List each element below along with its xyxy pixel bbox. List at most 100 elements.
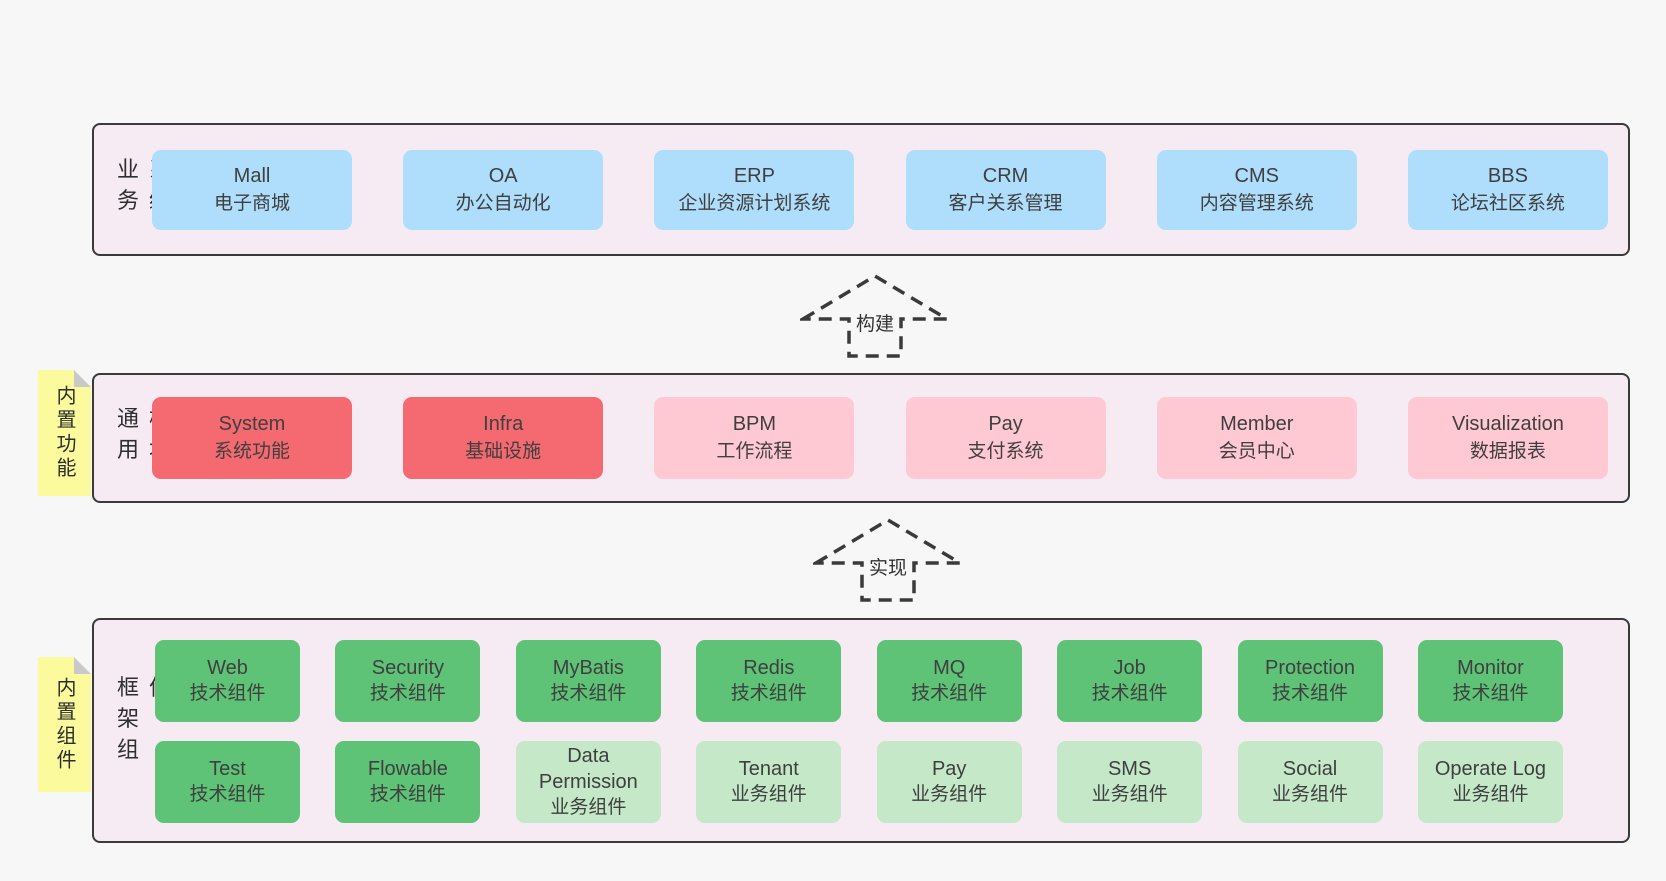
- dashed-up-arrow-icon: [800, 273, 950, 358]
- sticky-note-text: 内置功能: [53, 385, 75, 481]
- box-subtitle: 业务组件: [1091, 784, 1168, 805]
- box-subtitle: 工作流程: [716, 441, 793, 462]
- box-member: Member 会员中心: [1156, 397, 1357, 479]
- box-subtitle: 会员中心: [1218, 441, 1295, 462]
- box-title: Data Permission: [538, 745, 638, 793]
- box-title: Security: [371, 657, 445, 679]
- box-title: MQ: [933, 657, 966, 679]
- box-title: Mall: [233, 164, 271, 187]
- box-social: Social 业务组件: [1237, 741, 1383, 823]
- box-pay-component: Pay 业务组件: [876, 741, 1022, 823]
- box-subtitle: 基础设施: [465, 441, 542, 462]
- box-title: Pay: [988, 413, 1023, 435]
- box-mq: MQ 技术组件: [876, 640, 1022, 722]
- box-title: Protection: [1265, 657, 1356, 679]
- box-title: Pay: [931, 758, 967, 780]
- box-subtitle: 技术组件: [911, 683, 988, 704]
- arrow-build-label: 构建: [853, 309, 897, 336]
- arrow-implement-label: 实现: [866, 553, 910, 580]
- box-title: Visualization: [1451, 413, 1564, 435]
- box-erp: ERP 企业资源计划系统: [654, 149, 855, 230]
- framework-grid: Web 技术组件 Security 技术组件 MyBatis 技术组件 Redi…: [155, 640, 1563, 823]
- box-title: BPM: [732, 413, 777, 435]
- box-cms: CMS 内容管理系统: [1156, 149, 1357, 230]
- box-job: Job 技术组件: [1057, 640, 1203, 722]
- box-redis: Redis 技术组件: [696, 640, 842, 722]
- box-title: Flowable: [367, 758, 448, 780]
- box-subtitle: 业务组件: [550, 797, 627, 818]
- box-subtitle: 内容管理系统: [1199, 192, 1314, 214]
- box-title: ERP: [733, 164, 775, 187]
- box-subtitle: 技术组件: [1272, 683, 1349, 704]
- box-web: Web 技术组件: [155, 640, 300, 722]
- box-bbs: BBS 论坛社区系统: [1407, 149, 1608, 230]
- box-subtitle: 技术组件: [189, 784, 266, 805]
- box-title: Tenant: [738, 758, 799, 780]
- box-infra: Infra 基础设施: [403, 397, 604, 479]
- panel-business-systems: 业务系统 Mall 电子商城 OA 办公自动化 ERP 企业资源计划系统 CRM…: [92, 123, 1630, 256]
- box-subtitle: 业务组件: [1272, 784, 1349, 805]
- dashed-up-arrow-icon: [813, 517, 963, 602]
- arrow-implement: 实现: [813, 517, 963, 603]
- box-title: Web: [207, 657, 248, 679]
- box-subtitle: 技术组件: [1452, 683, 1529, 704]
- box-mybatis: MyBatis 技术组件: [515, 640, 661, 722]
- modules-box-row: System 系统功能 Infra 基础设施 BPM 工作流程 Pay 支付系统…: [152, 375, 1608, 501]
- panel-framework-components: 框架组件 Web 技术组件 Security 技术组件 MyBatis 技术组件…: [92, 618, 1630, 843]
- box-visualization: Visualization 数据报表: [1407, 397, 1608, 479]
- box-subtitle: 电子商城: [213, 192, 290, 214]
- box-title: MyBatis: [552, 657, 624, 679]
- box-mall: Mall 电子商城: [152, 149, 352, 230]
- box-subtitle: 技术组件: [730, 683, 807, 704]
- box-operate-log: Operate Log 业务组件: [1417, 741, 1563, 823]
- box-title: Monitor: [1457, 657, 1524, 679]
- box-subtitle: 业务组件: [911, 784, 988, 805]
- box-subtitle: 技术组件: [369, 683, 446, 704]
- box-title: Job: [1113, 657, 1146, 679]
- business-box-row: Mall 电子商城 OA 办公自动化 ERP 企业资源计划系统 CRM 客户关系…: [152, 125, 1608, 254]
- box-title: Member: [1220, 413, 1294, 435]
- box-crm: CRM 客户关系管理: [905, 149, 1106, 230]
- box-subtitle: 支付系统: [967, 441, 1044, 462]
- box-system: System 系统功能: [152, 397, 352, 479]
- box-test: Test 技术组件: [155, 741, 300, 823]
- box-protection: Protection 技术组件: [1237, 640, 1383, 722]
- box-subtitle: 业务组件: [730, 784, 807, 805]
- box-flowable: Flowable 技术组件: [335, 741, 481, 823]
- box-sms: SMS 业务组件: [1057, 741, 1203, 823]
- arrow-build: 构建: [800, 273, 950, 359]
- box-title: Test: [209, 758, 246, 780]
- box-title: OA: [488, 164, 518, 187]
- box-subtitle: 客户关系管理: [948, 192, 1063, 214]
- framework-row-2: Test 技术组件 Flowable 技术组件 Data Permission …: [155, 741, 1563, 823]
- box-title: Operate Log: [1434, 758, 1547, 780]
- box-pay-system: Pay 支付系统: [905, 397, 1106, 479]
- box-title: System: [218, 413, 286, 435]
- panel-common-modules: 通用模块 System 系统功能 Infra 基础设施 BPM 工作流程 Pay…: [92, 373, 1630, 503]
- box-subtitle: 办公自动化: [455, 192, 551, 214]
- box-subtitle: 技术组件: [369, 784, 446, 805]
- box-subtitle: 数据报表: [1469, 441, 1546, 462]
- box-subtitle: 系统功能: [213, 441, 290, 462]
- box-title: Redis: [743, 657, 795, 679]
- box-subtitle: 技术组件: [189, 683, 266, 704]
- box-title: CRM: [982, 164, 1029, 187]
- box-title: CMS: [1234, 164, 1279, 187]
- box-subtitle: 论坛社区系统: [1450, 192, 1565, 214]
- sticky-note-builtin-components: 内置组件: [38, 657, 91, 792]
- box-bpm: BPM 工作流程: [654, 397, 855, 479]
- box-security: Security 技术组件: [335, 640, 481, 722]
- box-title: BBS: [1487, 164, 1528, 187]
- box-monitor: Monitor 技术组件: [1417, 640, 1563, 722]
- box-tenant: Tenant 业务组件: [696, 741, 842, 823]
- box-subtitle: 企业资源计划系统: [678, 192, 831, 214]
- box-title: Social: [1282, 758, 1338, 780]
- box-subtitle: 业务组件: [1452, 784, 1529, 805]
- box-data-permission: Data Permission 业务组件: [515, 741, 661, 823]
- sticky-note-text: 内置组件: [53, 676, 75, 773]
- sticky-note-builtin-features: 内置功能: [38, 370, 91, 496]
- box-subtitle: 技术组件: [550, 683, 627, 704]
- box-title: Infra: [483, 413, 524, 435]
- box-title: SMS: [1107, 758, 1152, 780]
